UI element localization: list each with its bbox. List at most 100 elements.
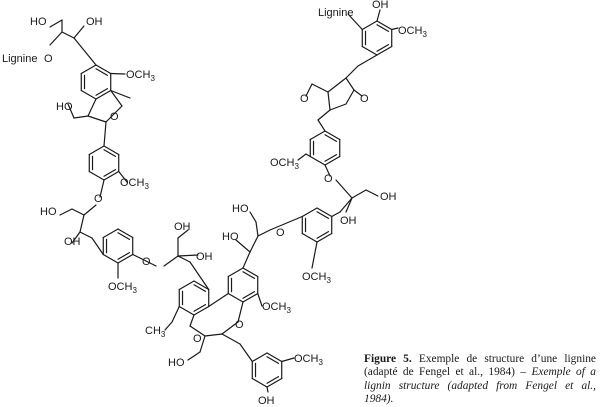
hydroxyl-label: OH bbox=[196, 251, 213, 263]
furan-ring bbox=[110, 89, 123, 107]
dioxocin-ring bbox=[221, 321, 239, 335]
ring-2-inner bbox=[103, 149, 117, 157]
ome-9 bbox=[391, 27, 399, 31]
ome-7 bbox=[311, 241, 318, 269]
ch2oh-7 bbox=[365, 189, 379, 197]
ch2oh-4 bbox=[187, 351, 201, 361]
ring-6-inner bbox=[266, 376, 280, 384]
sidechain-2b bbox=[79, 214, 85, 233]
furan-ring bbox=[87, 115, 107, 123]
ring-6-edge bbox=[266, 352, 283, 363]
biphenyl-bond bbox=[208, 292, 229, 308]
oxygen-label: O bbox=[276, 227, 285, 239]
link-4 bbox=[189, 261, 210, 291]
link-10 bbox=[345, 65, 359, 79]
ring-7-edge bbox=[301, 232, 318, 243]
hydroxyl-label: HO bbox=[30, 16, 47, 28]
sidechain-2 bbox=[71, 208, 85, 216]
furan-o-2 bbox=[353, 89, 363, 97]
bicyclic-1 bbox=[327, 91, 331, 111]
ring-8-inner bbox=[324, 154, 338, 162]
sidechain-7 bbox=[331, 211, 341, 218]
methoxy-label: OCH3 bbox=[302, 271, 331, 285]
ring-4-edge bbox=[178, 305, 195, 316]
ring-1-inner bbox=[95, 88, 109, 96]
link-9 bbox=[317, 119, 326, 132]
ether-7 bbox=[335, 179, 353, 199]
figure-caption: Figure 5. Exemple de structure d’une lig… bbox=[364, 353, 596, 407]
ring-3-inner bbox=[117, 232, 131, 240]
ome-4 bbox=[164, 321, 173, 331]
hydroxyl-label: OH bbox=[340, 215, 357, 227]
ome-8 bbox=[297, 153, 307, 161]
furan-ring bbox=[105, 105, 123, 123]
ring-6-edge bbox=[251, 377, 268, 388]
ring-1-edge bbox=[80, 89, 97, 100]
methoxy-label: OCH3 bbox=[126, 69, 155, 83]
sidechain-5b bbox=[257, 229, 271, 237]
link-1 bbox=[73, 37, 97, 66]
sidechain-2 bbox=[83, 204, 97, 216]
ring-9-inner bbox=[376, 44, 390, 52]
dioxocin-ring bbox=[189, 325, 206, 337]
hydroxyl-label: HO bbox=[222, 231, 239, 243]
oxygen-label: O bbox=[94, 193, 103, 205]
ch2oh-5 bbox=[255, 221, 259, 237]
sidechain-3 bbox=[163, 255, 179, 267]
methoxy-label: OCH3 bbox=[108, 281, 137, 295]
oxygen-label: O bbox=[324, 173, 333, 185]
link-3 bbox=[91, 237, 104, 256]
link-10 bbox=[357, 54, 378, 67]
bicyclic-1 bbox=[317, 109, 331, 121]
ring-1-edge bbox=[80, 64, 97, 75]
ring-1-edge bbox=[95, 64, 112, 75]
sidechain-7 bbox=[339, 197, 353, 213]
furan-o-1 bbox=[305, 83, 313, 97]
ome-4 bbox=[171, 305, 180, 323]
ring-8-inner bbox=[324, 134, 338, 142]
ring-3-edge bbox=[117, 228, 134, 239]
ring-8-edge bbox=[324, 130, 341, 141]
oh-bond-3 bbox=[177, 254, 199, 257]
hydroxyl-label: HO bbox=[56, 101, 73, 113]
ch2oh-1 bbox=[67, 103, 75, 119]
sidechain-2b bbox=[79, 231, 93, 239]
oxygen-label: O bbox=[193, 333, 202, 345]
ring-5-edge bbox=[227, 267, 244, 278]
ring-5-inner bbox=[242, 271, 256, 279]
link-8 bbox=[324, 164, 331, 177]
chemical-bonds bbox=[49, 9, 399, 393]
ether-1 bbox=[49, 31, 63, 46]
hydroxyl-label: OH bbox=[174, 221, 191, 233]
ring-7-edge bbox=[316, 207, 333, 218]
hydroxyl-label: HO bbox=[40, 206, 57, 218]
hydroxyl-label: HO bbox=[168, 357, 185, 369]
lignin-link-2 bbox=[347, 13, 363, 31]
figure-label: Figure 5. bbox=[364, 353, 412, 365]
ring-9-edge bbox=[376, 45, 393, 56]
ring-6-inner bbox=[266, 356, 280, 364]
methoxy-label: CH3 bbox=[145, 325, 166, 339]
methoxy-label: OCH3 bbox=[270, 157, 299, 171]
oh-bond-1 bbox=[73, 25, 85, 39]
ring-6-edge bbox=[251, 352, 268, 363]
ch2oh-7 bbox=[351, 189, 367, 199]
sidechain-3b bbox=[177, 255, 191, 263]
bicyclic-2 bbox=[327, 77, 347, 93]
oh-bond-2 bbox=[71, 231, 81, 244]
bicyclic-2 bbox=[345, 77, 355, 91]
oxygen-label: O bbox=[110, 111, 119, 123]
furan-ring bbox=[87, 98, 97, 117]
sidechain-5 bbox=[242, 251, 251, 269]
ring-5-inner bbox=[242, 291, 256, 299]
dioxocin-ring bbox=[189, 314, 195, 327]
ring-3-edge bbox=[102, 228, 119, 239]
ring-4-inner bbox=[193, 304, 207, 312]
ring-3-edge bbox=[117, 253, 134, 264]
ring-4-edge bbox=[193, 305, 210, 316]
methoxy-label: OCH3 bbox=[398, 25, 427, 39]
oh-bond-7 bbox=[345, 197, 353, 213]
